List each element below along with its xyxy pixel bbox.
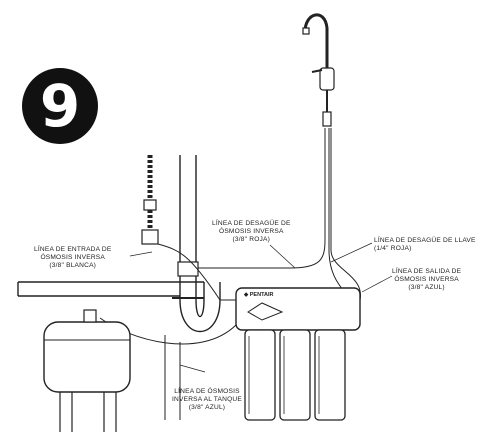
supply-pipe (141, 155, 159, 245)
label-ro-outlet-line-2: ÓSMOSIS INVERSA (394, 276, 459, 284)
label-ro-inlet-line-2: ÓSMOSIS INVERSA (40, 254, 105, 262)
label-ro-inlet-line-1: LÍNEA DE ENTRADA DE (34, 246, 112, 253)
filter-unit (235, 287, 361, 421)
label-ro-inlet-line-3: (3/8" BLANCA) (49, 262, 97, 270)
label-ro-drain-line: LÍNEA DE DESAGÜE DE ÓSMOSIS INVERSA (3/8… (212, 220, 291, 245)
leader-lines (129, 242, 393, 373)
brand-logo: ◆ PENTAIR (244, 292, 274, 298)
label-tank-line-3: (3/8" AZUL) (188, 404, 226, 412)
label-faucet-drain-line-1: LÍNEA DE DESAGÜE DE LLAVE (374, 237, 476, 244)
tubing (99, 128, 361, 345)
pentair-logo-icon: ◆ (244, 292, 249, 298)
label-ro-inlet-line: LÍNEA DE ENTRADA DE ÓSMOSIS INVERSA (3/8… (34, 246, 111, 271)
label-ro-outlet-line-3: (3/8" AZUL) (408, 284, 445, 292)
label-faucet-drain-line-2: (1/4" ROJA) (374, 245, 412, 253)
brand-name: PENTAIR (249, 292, 274, 298)
label-ro-outlet-line: LÍNEA DE SALIDA DE ÓSMOSIS INVERSA (3/8"… (392, 268, 461, 293)
label-ro-drain-line-3: (3/8" ROJA) (232, 236, 271, 244)
storage-tank (43, 309, 131, 432)
label-tank-line-2: INVERSA AL TANQUE (172, 396, 242, 404)
label-ro-outlet-line-1: LÍNEA DE SALIDA DE (392, 268, 462, 275)
drain-pipe (17, 155, 221, 420)
label-ro-drain-line-1: LÍNEA DE DESAGÜE DE (212, 220, 291, 227)
label-ro-drain-line-2: ÓSMOSIS INVERSA (219, 228, 284, 236)
step-number: 9 (39, 72, 81, 140)
step-number-badge: 9 (22, 68, 98, 144)
label-tank-line: LÍNEA DE ÓSMOSIS INVERSA AL TANQUE (3/8"… (172, 388, 242, 413)
label-faucet-drain-line: LÍNEA DE DESAGÜE DE LLAVE (1/4" ROJA) (374, 237, 476, 253)
faucet-illustration (302, 13, 335, 127)
label-tank-line-1: LÍNEA DE ÓSMOSIS (174, 388, 240, 395)
